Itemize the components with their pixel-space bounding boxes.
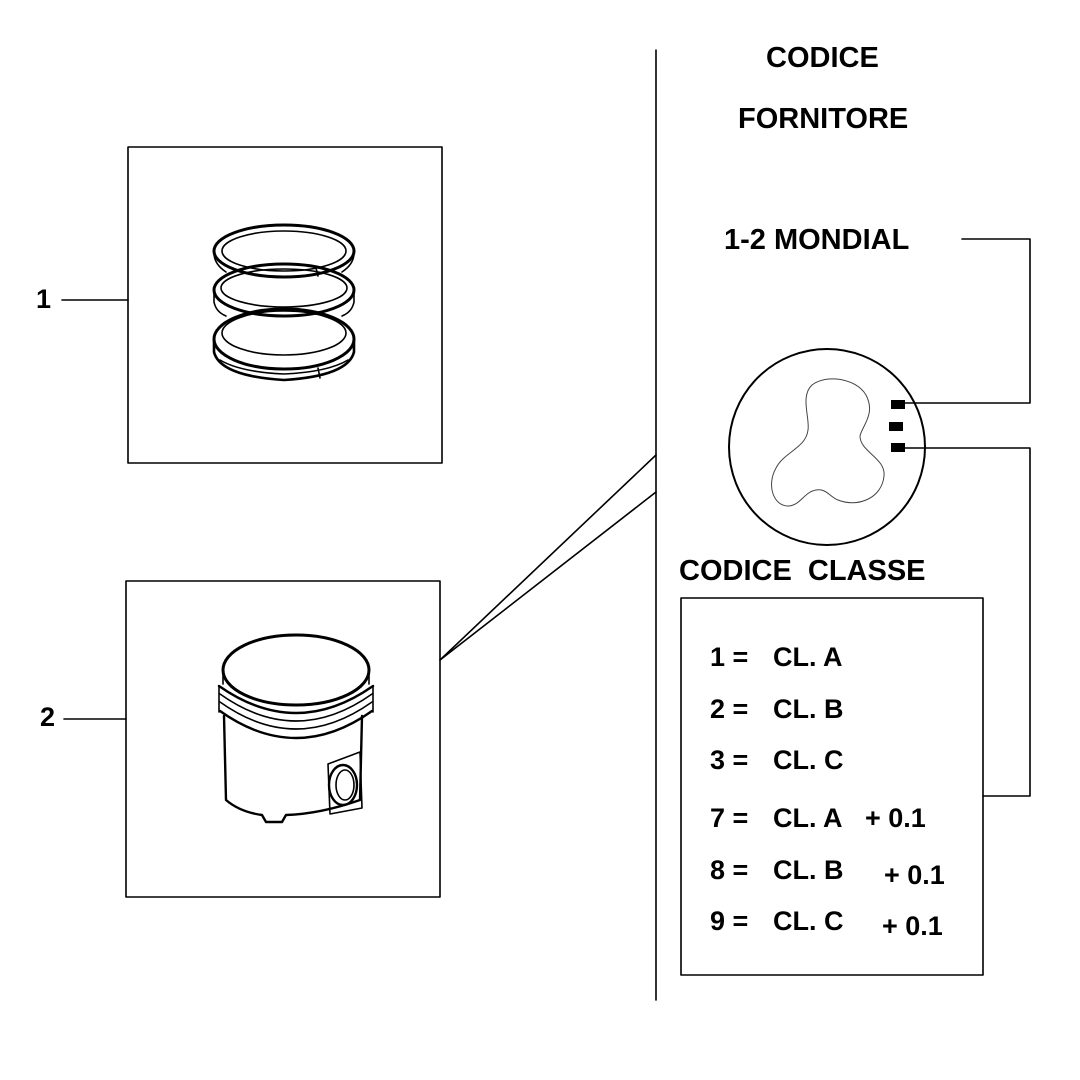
zoom-line-upper bbox=[439, 454, 657, 661]
zoom-line-lower bbox=[439, 491, 657, 661]
supplier-heading-line1: CODICE bbox=[766, 42, 879, 74]
class-row-8-extra: + 0.1 bbox=[884, 860, 945, 890]
class-row-9-class: CL. C bbox=[773, 906, 844, 936]
class-row-3-code: 3 = bbox=[710, 745, 749, 775]
class-row-9-code: 9 = bbox=[710, 906, 749, 936]
class-leader bbox=[904, 447, 1031, 797]
class-row-7-code: 7 = bbox=[710, 803, 749, 833]
piston-icon bbox=[217, 633, 375, 824]
class-table-frame bbox=[680, 597, 984, 976]
class-row-1-class: CL. A bbox=[773, 642, 843, 672]
class-row-8-class: CL. B bbox=[773, 855, 844, 885]
callout-part-1: 1 bbox=[36, 284, 52, 314]
class-row-2-code: 2 = bbox=[710, 694, 749, 724]
supplier-label: 1-2 MONDIAL bbox=[724, 224, 910, 256]
class-row-2-class: CL. B bbox=[773, 694, 844, 724]
class-row-7-extra: + 0.1 bbox=[865, 803, 926, 833]
part-1-frame bbox=[127, 146, 443, 464]
class-mark bbox=[891, 443, 905, 452]
supplier-mark bbox=[891, 400, 905, 409]
class-row-7-class: CL. A bbox=[773, 803, 843, 833]
callout-part-2: 2 bbox=[40, 702, 56, 732]
class-code-heading: CODICE CLASSE bbox=[679, 555, 926, 587]
part-2-frame bbox=[125, 580, 441, 898]
piston-rings-icon bbox=[212, 223, 356, 382]
class-row-1-code: 1 = bbox=[710, 642, 749, 672]
supplier-leader bbox=[904, 238, 1031, 404]
supplier-heading-line2: FORNITORE bbox=[738, 103, 909, 135]
middle-mark bbox=[889, 422, 903, 431]
class-row-3-class: CL. C bbox=[773, 745, 844, 775]
class-row-9-extra: + 0.1 bbox=[882, 911, 943, 941]
piston-crown-icon bbox=[728, 348, 926, 546]
class-row-8-code: 8 = bbox=[710, 855, 749, 885]
